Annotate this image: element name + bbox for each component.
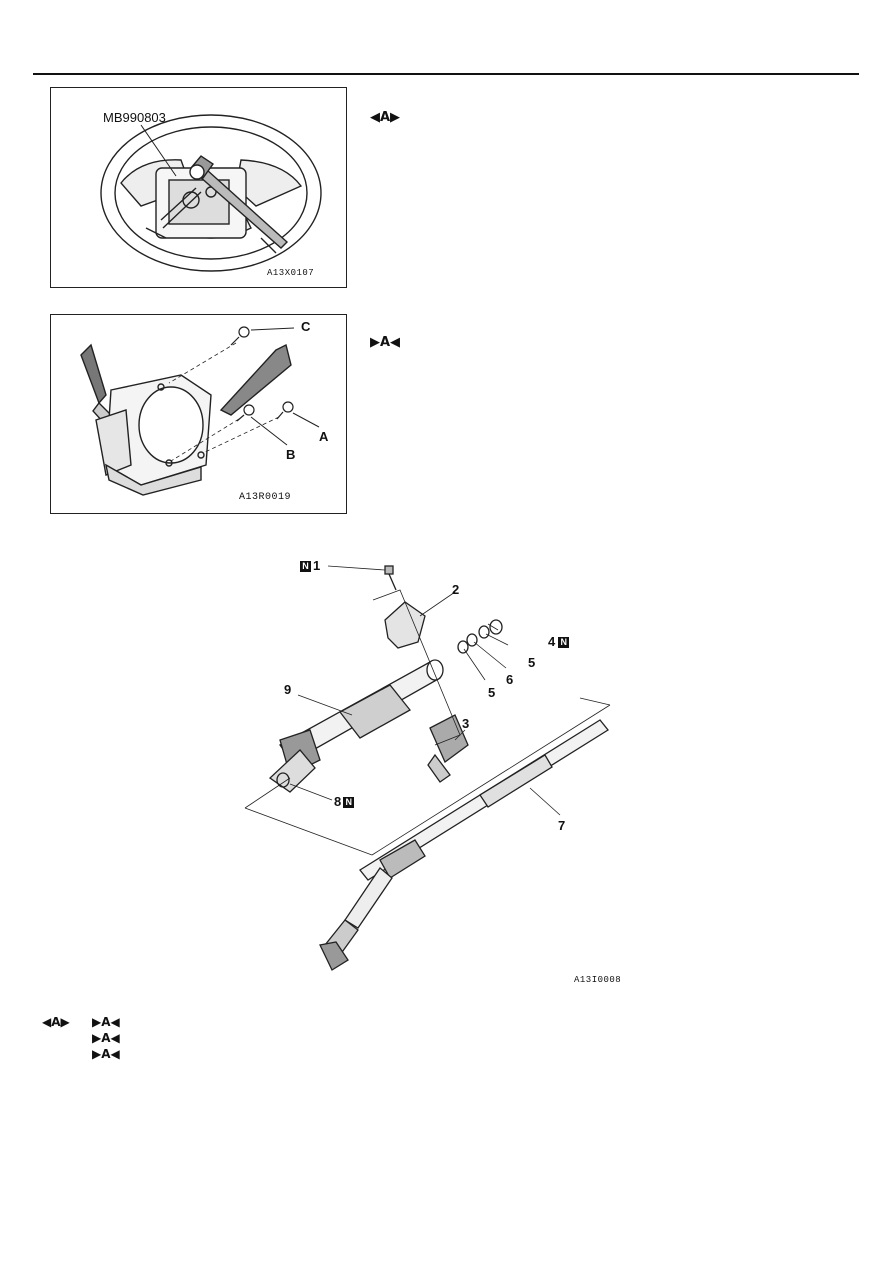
figure-caption: A13X0107 xyxy=(267,268,315,278)
figure-caption: A13R0019 xyxy=(239,492,292,503)
part-number-5: 5 xyxy=(488,685,496,700)
column-switch-illustration xyxy=(80,326,320,496)
screw-label-b: B xyxy=(286,447,296,462)
n-symbol: N xyxy=(343,797,355,809)
install-marker-a: ▶A◀ xyxy=(370,335,401,350)
part-number-3: 3 xyxy=(462,716,470,731)
legend-install-marker: ▶A◀ xyxy=(92,1031,120,1045)
n-symbol: N xyxy=(300,561,311,573)
n-symbol: N xyxy=(558,637,570,649)
legend-install-marker: ▶A◀ xyxy=(92,1047,120,1061)
screw-label-a: A xyxy=(319,429,329,444)
removal-marker-a: ◀A▶ xyxy=(370,110,401,125)
part-number-6: 6 xyxy=(506,672,514,687)
tool-label: MB990803 xyxy=(103,110,166,125)
steering-column-illustration xyxy=(244,565,611,971)
figure-steering-wheel-tool: MB990803 A13X0107 xyxy=(50,87,347,288)
part-number-2: 2 xyxy=(452,582,460,597)
screw-label-c: C xyxy=(301,319,311,334)
part-number-9: 9 xyxy=(284,682,292,697)
legend-removal-marker: ◀A▶ xyxy=(42,1015,70,1029)
figure-caption: A13I0008 xyxy=(574,975,622,985)
part-number-7: 7 xyxy=(558,818,566,833)
legend-install-marker: ▶A◀ xyxy=(92,1015,120,1029)
steering-wheel-illustration xyxy=(100,114,322,272)
figure-column-switch: C A B A13R0019 xyxy=(50,314,347,514)
part-number-5: 5 xyxy=(528,655,536,670)
header-rule xyxy=(33,73,859,75)
